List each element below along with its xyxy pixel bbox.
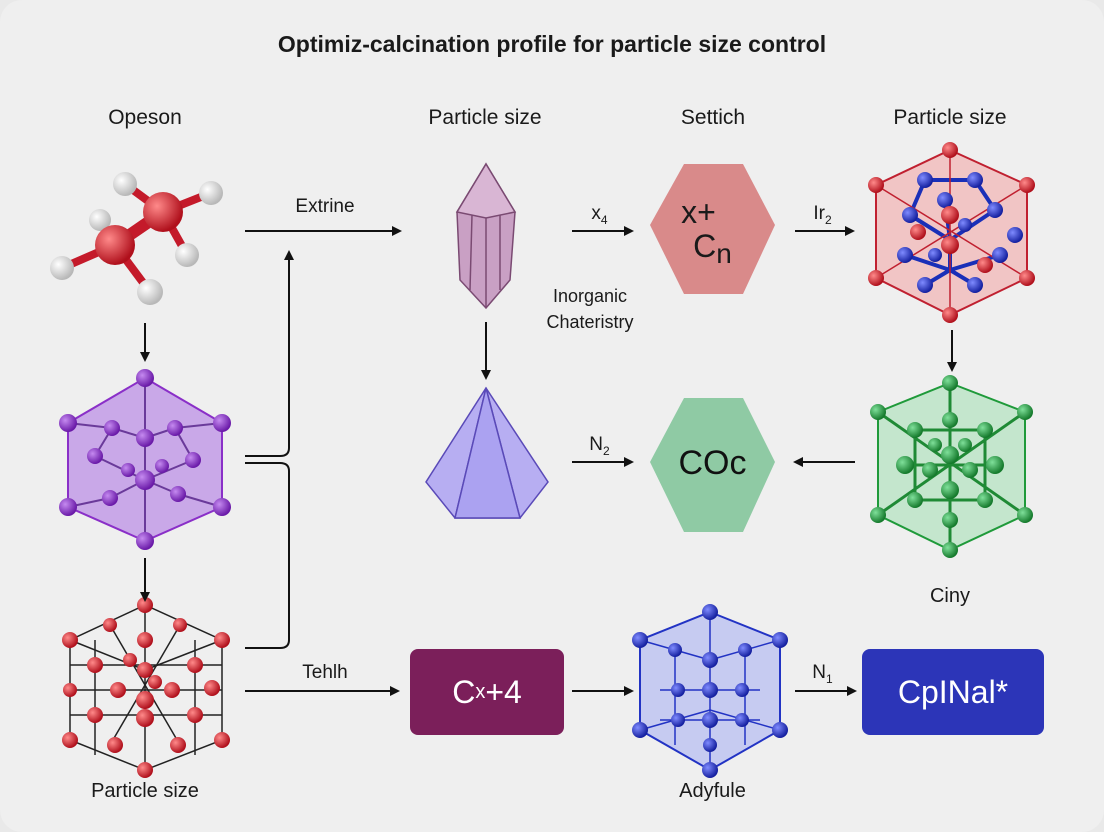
ethane-molecule-icon	[50, 172, 223, 305]
red-lattice-icon	[62, 597, 230, 778]
arrow-label-x4: x4	[572, 203, 627, 227]
arrow-label-tehlh: Tehlh	[275, 662, 375, 684]
arrow-label-extrine: Extrine	[270, 196, 380, 218]
arrow-label-ir2: Ir2	[795, 203, 850, 227]
pyramid-crystal-icon	[426, 388, 548, 518]
box-cpinal-label: CpINal*	[862, 649, 1044, 735]
blue-crystal-icon	[632, 604, 788, 778]
hex-mid-label: COc	[650, 440, 775, 486]
prism-crystal-icon	[457, 164, 515, 308]
label-particle-size-bottom: Particle size	[60, 780, 230, 803]
bracket-connector	[245, 258, 289, 648]
side-note: Inorganic Chateristry	[520, 283, 660, 335]
label-adyfule: Adyfule	[650, 780, 775, 803]
diagram-title: Optimiz-calcination profile for particle…	[0, 31, 1104, 58]
green-crystal-icon	[870, 375, 1033, 558]
purple-crystal-icon	[59, 369, 231, 550]
arrow-label-n1: N1	[795, 662, 850, 686]
column-header-opeson: Opeson	[75, 106, 215, 130]
column-header-particle-size-2: Particle size	[865, 106, 1035, 130]
hex-top-label: x+ Cn	[650, 180, 775, 280]
label-ciny: Ciny	[900, 585, 1000, 608]
arrow-label-n2: N2	[572, 434, 627, 458]
column-header-settich: Settich	[643, 106, 783, 130]
red-blue-crystal-icon	[868, 142, 1035, 323]
column-header-particle-size-1: Particle size	[400, 106, 570, 130]
